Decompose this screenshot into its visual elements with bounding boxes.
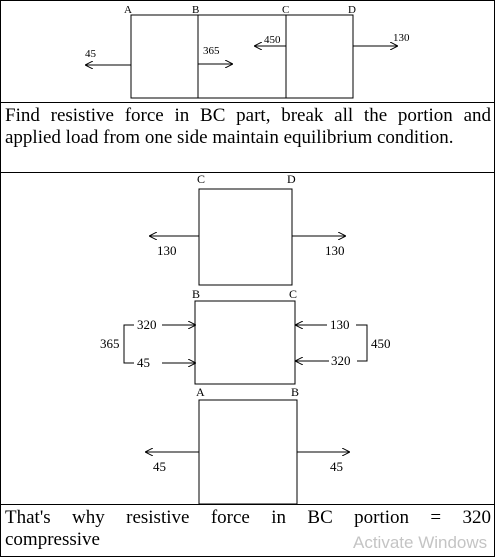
conclusion-word: BC <box>307 507 333 528</box>
free-body-svg: C D 130 130 B C 320 45 365 130 <box>100 172 391 505</box>
segment-cd-right-force: 130 <box>325 243 345 258</box>
load-d-value: 130 <box>393 32 410 44</box>
segment-cd-left-force: 130 <box>157 243 177 258</box>
segment-bc-left-bottom-force: 45 <box>137 355 150 370</box>
segment-ab: A B 45 45 <box>146 385 349 505</box>
conclusion-word: portion <box>354 507 410 528</box>
segment-ab-right-label: B <box>291 385 299 399</box>
segment-bc-right-label: C <box>289 287 297 301</box>
segment-cd-left-label: C <box>197 172 205 186</box>
segment-bc-left-bracket <box>123 324 134 364</box>
point-c-label: C <box>282 4 289 16</box>
segment-bc-left-label: B <box>192 287 200 301</box>
conclusion-word: resistive <box>126 507 190 528</box>
segment-ab-left-force: 45 <box>153 459 166 474</box>
segment-bc-box <box>194 300 296 385</box>
segment-bc-right-bracket <box>356 324 368 362</box>
point-b-label: B <box>192 4 199 16</box>
segment-cd: C D 130 130 <box>150 172 345 286</box>
section-divider <box>0 504 495 505</box>
bar-outline <box>130 14 354 99</box>
section-divider <box>0 172 495 173</box>
segment-ab-left-label: A <box>196 385 205 399</box>
conclusion: That's why resistive force in BC portion… <box>0 507 495 551</box>
segment-bc-left-sum: 365 <box>100 336 120 351</box>
segment-bc-right-sum: 450 <box>371 336 391 351</box>
point-d-label: D <box>348 4 356 16</box>
conclusion-word: force <box>210 507 250 528</box>
conclusion-word: That's <box>5 507 51 528</box>
segment-bc-left-top-force: 320 <box>137 317 157 332</box>
conclusion-word: in <box>271 507 287 528</box>
activation-watermark: Activate Windows <box>353 533 488 552</box>
segment-cd-right-label: D <box>287 172 296 186</box>
segment-ab-right-force: 45 <box>330 459 343 474</box>
problem-statement: Find resistive force in BC part, break a… <box>5 105 491 148</box>
load-c-value: 450 <box>264 34 281 46</box>
conclusion-word: 320 <box>462 507 491 528</box>
conclusion-line-2: compressive <box>5 529 100 550</box>
bar-diagram: A B C D 45 365 450 130 <box>85 4 410 99</box>
segment-bc: B C 320 45 365 130 320 450 <box>100 287 391 385</box>
segment-cd-box <box>198 188 293 286</box>
load-b-value: 365 <box>203 45 220 57</box>
segment-bc-right-bottom-force: 320 <box>331 353 351 368</box>
load-a-value: 45 <box>85 48 97 60</box>
segment-bc-right-top-force: 130 <box>330 317 350 332</box>
free-body-diagrams: C D 130 130 B C 320 45 365 130 <box>0 172 495 506</box>
segment-ab-box <box>198 399 298 505</box>
conclusion-line-1: That's why resistive force in BC portion… <box>5 507 491 529</box>
conclusion-word: = <box>430 507 442 528</box>
conclusion-word: why <box>72 507 105 528</box>
point-a-label: A <box>124 4 132 16</box>
bar-diagram-section: A B C D 45 365 450 130 <box>0 0 495 103</box>
